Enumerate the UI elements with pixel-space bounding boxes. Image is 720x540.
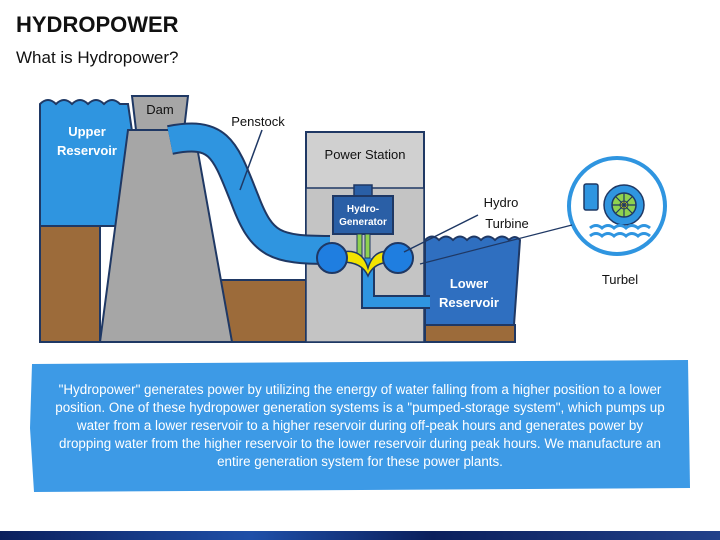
- hydro-turbine-label-line1: Hydro: [484, 195, 519, 210]
- dam-label: Dam: [146, 102, 173, 117]
- lower-reservoir-label-line2: Reservoir: [439, 295, 499, 310]
- description-background: [30, 360, 690, 492]
- turbine-wheel-left: [316, 242, 348, 274]
- ground-left: [39, 225, 101, 343]
- turbine-wheel-right: [382, 242, 414, 274]
- turbine-callout-line: [403, 214, 479, 253]
- description-text: "Hydropower" generates power by utilizin…: [55, 382, 665, 469]
- turbel-label: Turbel: [602, 272, 638, 287]
- generator-box: [332, 195, 394, 235]
- penstock-label: Penstock: [231, 114, 285, 129]
- turbel-callout-line: [419, 224, 573, 265]
- turbine-icon: [583, 183, 645, 226]
- generator-label-line1: Hydro-: [347, 204, 379, 215]
- water-waves-icon: [589, 224, 651, 238]
- generator-label-line2: Generator: [339, 217, 387, 228]
- upper-reservoir-label-line2: Reservoir: [57, 143, 117, 158]
- power-station-label: Power Station: [325, 147, 406, 162]
- page-title: HYDROPOWER: [16, 12, 179, 37]
- generator-shaft-right: [364, 233, 371, 259]
- hydro-turbine-label-line2: Turbine: [485, 216, 529, 231]
- upper-reservoir-label-line1: Upper: [68, 124, 106, 139]
- page-subtitle: What is Hydropower?: [16, 48, 179, 67]
- footer-bar: [0, 531, 720, 540]
- description-panel: "Hydropower" generates power by utilizin…: [28, 358, 692, 494]
- lower-reservoir-water: [424, 235, 522, 326]
- hydropower-diagram: Hydro- Generator Dam Upper Reservoir Pen…: [39, 95, 667, 343]
- penstock-callout-line: [239, 129, 263, 191]
- ground-right: [424, 324, 516, 343]
- lower-reservoir-label-line1: Lower: [450, 276, 488, 291]
- penstock-pipe-fill: [167, 124, 331, 263]
